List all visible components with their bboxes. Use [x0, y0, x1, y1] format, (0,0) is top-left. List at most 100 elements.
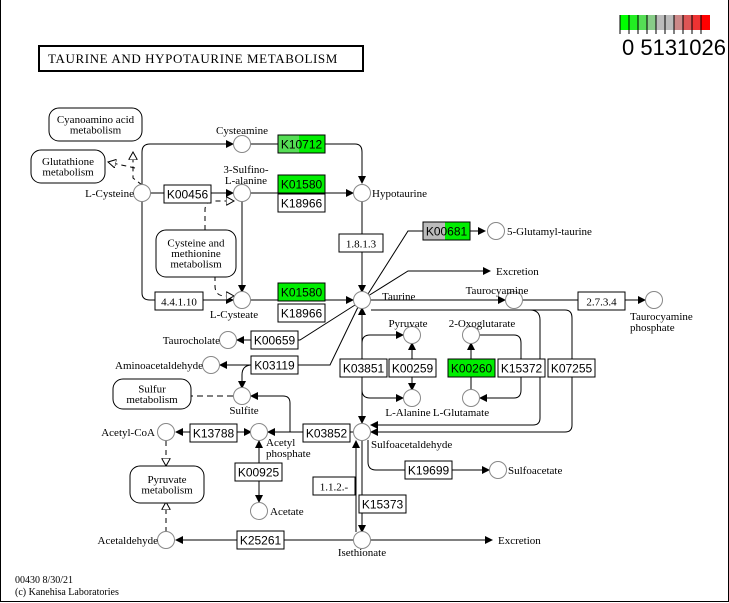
compound-pyruvate[interactable]: Pyruvate [388, 318, 428, 344]
compound-aminoacetaldehyde[interactable]: Aminoacetaldehyde [115, 356, 220, 374]
compound-sulfino-alanine[interactable]: 3-Sulfino-L-alanine [223, 164, 269, 202]
compound-node[interactable] [353, 531, 371, 549]
compound-node[interactable] [233, 135, 251, 153]
compound-acetate[interactable]: Acetate [250, 502, 304, 520]
map-label: Cysteine and [167, 238, 225, 250]
compound-glutamyl-taurine[interactable]: 5-Glutamyl-taurine [487, 222, 593, 240]
enzyme-K03851[interactable]: K03851 [339, 358, 388, 378]
compound-l-alanine[interactable]: L-Alanine [385, 389, 431, 420]
enzyme-K00659[interactable]: K00659 [250, 330, 299, 350]
compound-node[interactable] [233, 291, 251, 309]
enzyme-2.7.3.4[interactable]: 2.7.3.4 [577, 291, 626, 311]
compound-node[interactable] [233, 184, 251, 202]
map-label: metabolism [70, 124, 122, 136]
enzyme-1.1.2.-[interactable]: 1.1.2.- [312, 476, 356, 496]
compound-node[interactable] [462, 389, 480, 407]
map-links: Cyanoamino acidmetabolismGlutathionemeta… [30, 107, 237, 504]
enzyme-K00260[interactable]: K00260 [447, 358, 496, 378]
compound-node[interactable] [403, 389, 421, 407]
enzyme-K15372[interactable]: K15372 [497, 358, 546, 378]
compound-node[interactable] [202, 356, 220, 374]
compound-l-cysteate[interactable]: L-Cysteate [210, 291, 258, 322]
enzyme-label: K00260 [451, 362, 493, 376]
compound-label: Cysteamine [216, 125, 268, 137]
compound-l-cysteine[interactable]: L-Cysteine [85, 184, 151, 202]
compound-label: Pyruvate [388, 318, 427, 330]
compound-sulfite[interactable]: Sulfite [229, 387, 259, 418]
compound-taurocyamine[interactable]: Taurocyamine [466, 285, 529, 309]
enzyme-label: K18966 [281, 307, 323, 321]
compound-l-glutamate[interactable]: L-Glutamate [433, 389, 489, 420]
compound-sulfoacetate[interactable]: Sulfoacetate [489, 461, 563, 479]
enzyme-K01580[interactable]: K01580 [277, 174, 326, 194]
compound-label: Taurocholate [163, 335, 220, 347]
enzyme-label: K15373 [362, 498, 404, 512]
enzyme-label: K00681 [426, 225, 468, 239]
compound-acetyl-coa[interactable]: Acetyl-CoA [101, 423, 175, 441]
compound-node[interactable] [403, 326, 421, 344]
enzyme-K00259[interactable]: K00259 [388, 358, 437, 378]
compound-node[interactable] [353, 291, 371, 309]
compound-node[interactable] [250, 423, 268, 441]
enzyme-1.8.1.3[interactable]: 1.8.1.3 [338, 233, 384, 253]
map-label: Sulfur [138, 383, 166, 395]
compound-taurocholate[interactable]: Taurocholate [163, 331, 237, 349]
compound-label: phosphate [630, 322, 675, 334]
color-legend [619, 15, 710, 34]
enzyme-K25261[interactable]: K25261 [236, 530, 285, 550]
enzyme-K19699[interactable]: K19699 [404, 460, 453, 480]
compound-label: Taurocyamine [630, 311, 693, 323]
compound-node[interactable] [353, 184, 371, 202]
compound-node[interactable] [233, 387, 251, 405]
compound-cysteamine[interactable]: Cysteamine [216, 125, 268, 153]
compounds: L-Cysteine Cysteamine 3-Sulfino-L-alanineH… [85, 125, 693, 559]
compound-node[interactable] [250, 502, 268, 520]
enzyme-K00681[interactable]: K00681 [422, 221, 471, 241]
compound-node[interactable] [489, 461, 507, 479]
compound-label: Sulfoacetaldehyde [371, 439, 452, 451]
enzyme-K13788[interactable]: K13788 [189, 423, 238, 443]
enzyme-K03119[interactable]: K03119 [250, 355, 299, 375]
compound-node[interactable] [645, 291, 663, 309]
enzyme-K15373[interactable]: K15373 [358, 494, 407, 514]
enzyme-K00456[interactable]: K00456 [163, 184, 212, 204]
enzyme-label: K00259 [392, 362, 434, 376]
compound-excretion2[interactable]: Excretion [498, 535, 541, 547]
legend-swatch [674, 15, 683, 30]
compound-excretion1[interactable]: Excretion [496, 266, 539, 278]
enzyme-K03852[interactable]: K03852 [302, 423, 351, 443]
compound-sulfoacetaldehyde[interactable]: Sulfoacetaldehyde [353, 423, 453, 452]
enzyme-K01580[interactable]: K01580 [277, 282, 326, 302]
enzyme-K00925[interactable]: K00925 [234, 462, 283, 482]
compound-oxoglutarate[interactable]: 2-Oxoglutarate [449, 318, 516, 344]
compound-node[interactable] [487, 222, 505, 240]
enzyme-K10712[interactable]: K10712 [277, 134, 326, 154]
compound-node[interactable] [157, 423, 175, 441]
compound-label: Taurine [382, 291, 416, 303]
enzyme-label: K01580 [281, 178, 323, 192]
compound-isethionate[interactable]: Isethionate [338, 531, 386, 560]
compound-node[interactable] [133, 184, 151, 202]
compound-hypotaurine[interactable]: Hypotaurine [353, 184, 428, 202]
enzyme-K18966[interactable]: K18966 [277, 303, 326, 323]
compound-node[interactable] [462, 326, 480, 344]
compound-node[interactable] [157, 531, 175, 549]
compound-node[interactable] [353, 423, 371, 441]
enzyme-4.4.1.10[interactable]: 4.4.1.10 [154, 291, 204, 311]
compound-label: Sulfite [229, 405, 258, 417]
enzyme-K18966[interactable]: K18966 [277, 193, 326, 213]
compound-acetaldehyde[interactable]: Acetaldehyde [98, 531, 175, 549]
enzyme-label: K01580 [281, 286, 323, 300]
enzyme-K07255[interactable]: K07255 [547, 358, 596, 378]
compound-node[interactable] [505, 291, 523, 309]
enzyme-label: K00925 [238, 466, 280, 480]
compound-taurine[interactable]: Taurine [353, 291, 416, 309]
compound-node[interactable] [219, 331, 237, 349]
